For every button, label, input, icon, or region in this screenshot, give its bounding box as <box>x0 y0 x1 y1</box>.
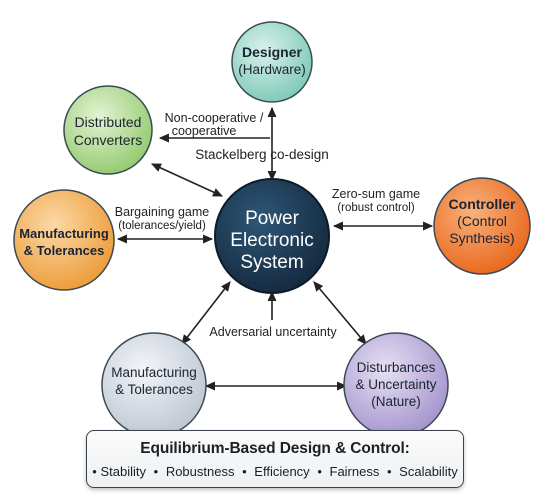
controller-line2: (Control <box>457 213 507 229</box>
node-power-electronic-system: Power Electronic System <box>214 178 330 294</box>
node-manufacturing-left: Manufacturing & Tolerances <box>13 189 115 291</box>
bullet: • <box>386 464 392 479</box>
node-distributed-converters: Distributed Converters <box>63 85 153 175</box>
edges <box>116 106 434 391</box>
label-zerosum-2: (robust control) <box>337 202 415 214</box>
bullet: • <box>153 464 159 479</box>
manufacturing-left-line1: Manufacturing <box>19 226 109 241</box>
distributed-line1: Distributed <box>75 114 142 130</box>
label-bargaining-2: (tolerances/yield) <box>118 220 206 232</box>
label-stackelberg: Stackelberg co-design <box>195 147 329 162</box>
node-controller: Controller (Control Synthesis) <box>433 177 531 275</box>
disturbances-line3: (Nature) <box>371 394 421 409</box>
designer-title: Designer <box>242 44 302 60</box>
label-noncooperative-1: Non-cooperative / <box>165 111 264 125</box>
node-manufacturing-bottom: Manufacturing & Tolerances <box>101 332 207 438</box>
edge-center-disturbances <box>313 281 367 345</box>
bullet: • <box>242 464 247 479</box>
manufacturing-bottom-line1: Manufacturing <box>111 365 197 380</box>
summary-item-robustness: Robustness <box>165 464 235 479</box>
edge-center-manufacturing-bottom <box>181 281 231 345</box>
center-line1: Power <box>245 208 300 229</box>
label-bargaining-1: Bargaining game <box>115 205 210 219</box>
designer-subtitle: (Hardware) <box>238 62 306 77</box>
summary-items: • Stability • Robustness • Efficiency • … <box>87 464 463 479</box>
controller-line3: Synthesis) <box>449 230 514 246</box>
bullet: • <box>92 464 97 479</box>
summary-title: Equilibrium-Based Design & Control: <box>140 440 410 457</box>
center-line3: System <box>240 252 303 273</box>
summary-item-stability: Stability <box>100 464 146 479</box>
manufacturing-left-line2: & Tolerances <box>24 243 105 258</box>
summary-item-fairness: Fairness <box>329 464 380 479</box>
disturbances-line2: & Uncertainty <box>355 377 436 392</box>
summary-box: Equilibrium-Based Design & Control: • St… <box>86 430 464 488</box>
center-line2: Electronic <box>230 230 313 251</box>
summary-item-efficiency: Efficiency <box>254 464 310 479</box>
label-zerosum-1: Zero-sum game <box>332 187 420 201</box>
label-noncooperative-2: cooperative <box>172 124 237 138</box>
node-designer: Designer (Hardware) <box>231 21 313 103</box>
edge-labels: Non-cooperative / cooperative Stackelber… <box>115 111 420 339</box>
distributed-line2: Converters <box>74 132 142 148</box>
controller-line1: Controller <box>449 196 516 212</box>
bullet: • <box>317 464 322 479</box>
label-adversarial: Adversarial uncertainty <box>209 325 337 339</box>
edge-distributed-center <box>150 163 224 197</box>
summary-item-scalability: Scalability <box>399 464 458 479</box>
node-disturbances: Disturbances & Uncertainty (Nature) <box>343 332 449 438</box>
disturbances-line1: Disturbances <box>357 360 436 375</box>
manufacturing-bottom-line2: & Tolerances <box>115 382 193 397</box>
